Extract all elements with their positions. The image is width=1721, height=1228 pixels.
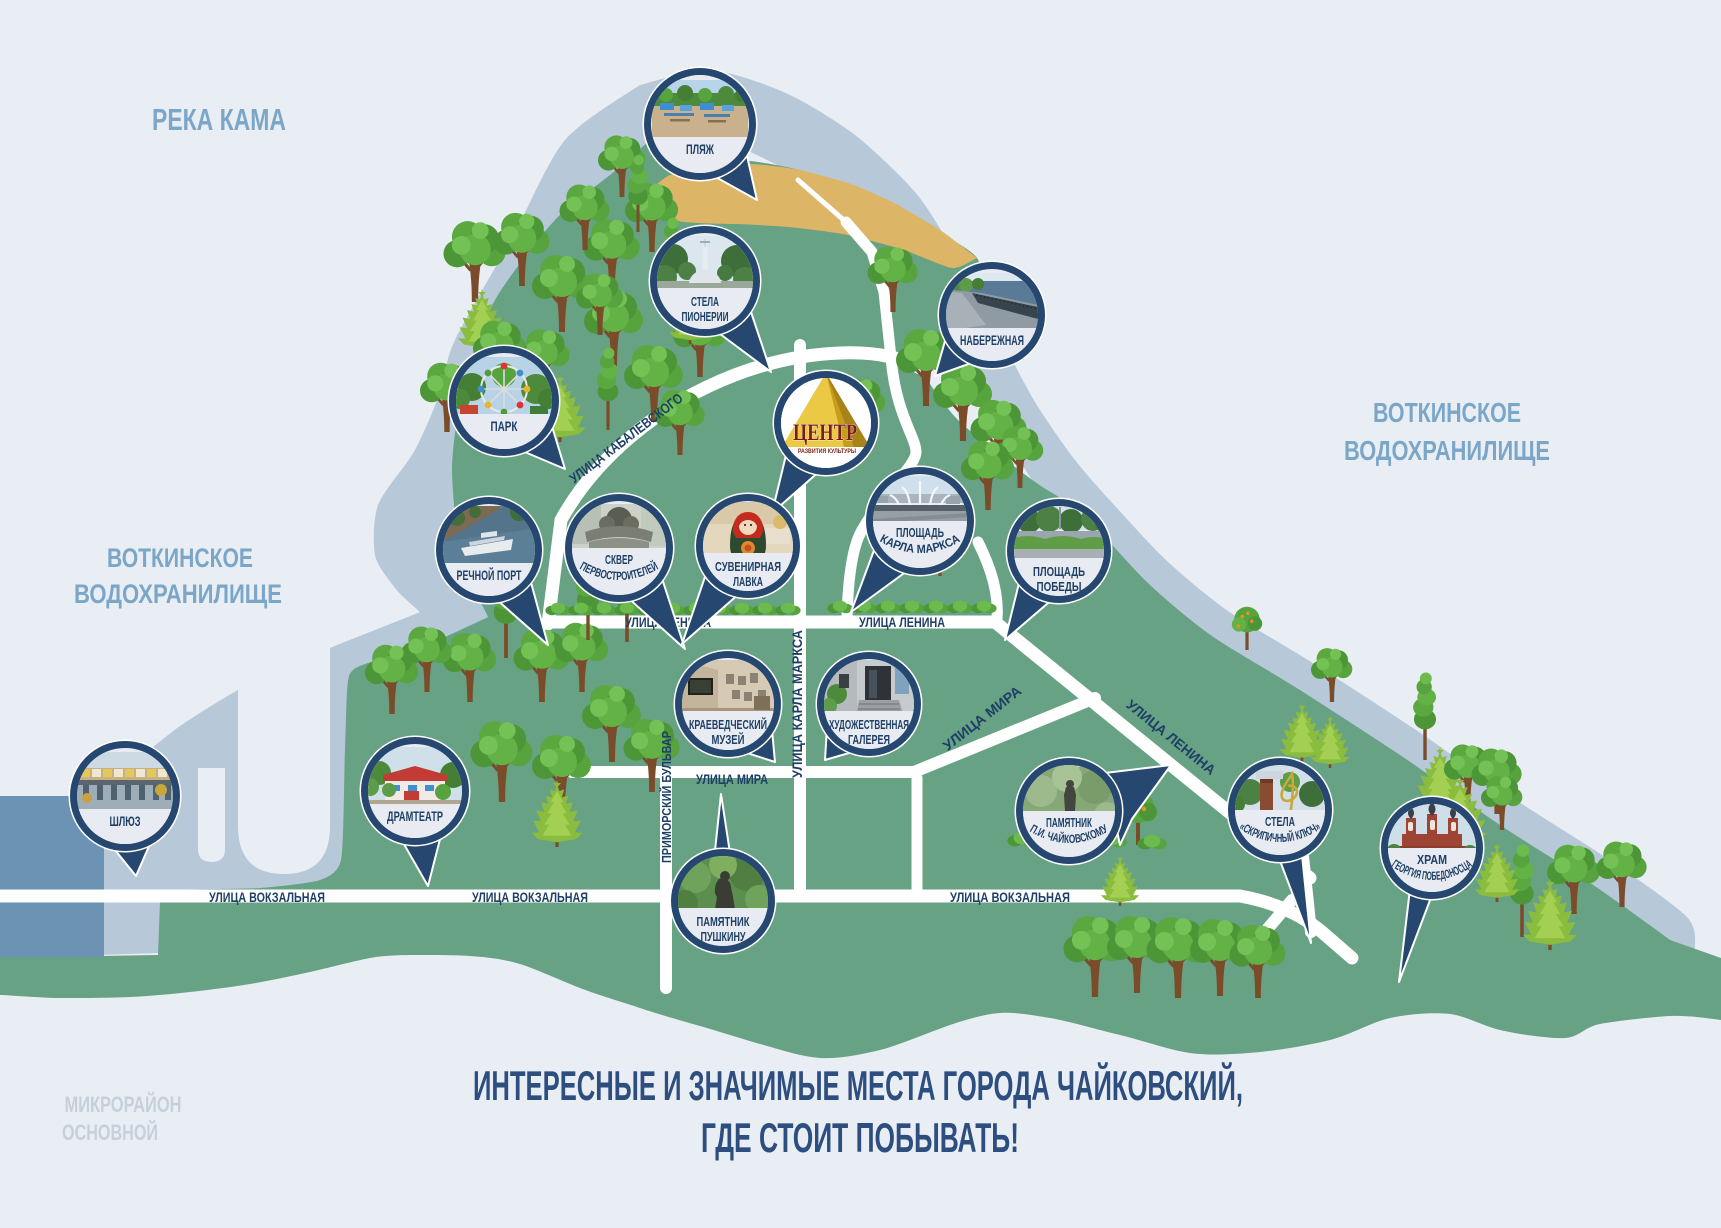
svg-text:ДРАМТЕАТР: ДРАМТЕАТР <box>387 808 443 824</box>
svg-text:ПОБЕДЫ: ПОБЕДЫ <box>1037 579 1082 594</box>
svg-text:ВОДОХРАНИЛИЩЕ: ВОДОХРАНИЛИЩЕ <box>1344 435 1550 466</box>
svg-text:ВОДОХРАНИЛИЩЕ: ВОДОХРАНИЛИЩЕ <box>74 579 282 609</box>
svg-text:УЛИЦА ВОКЗАЛЬНАЯ: УЛИЦА ВОКЗАЛЬНАЯ <box>472 889 588 905</box>
svg-text:СКВЕР: СКВЕР <box>605 552 633 567</box>
svg-text:ПАРК: ПАРК <box>491 418 518 434</box>
svg-text:СТЕЛА: СТЕЛА <box>691 294 719 309</box>
svg-text:НАБЕРЕЖНАЯ: НАБЕРЕЖНАЯ <box>960 332 1024 348</box>
svg-text:УЛИЦА ВОКЗАЛЬНАЯ: УЛИЦА ВОКЗАЛЬНАЯ <box>209 889 325 905</box>
svg-text:УЛИЦА МИРА: УЛИЦА МИРА <box>696 771 768 787</box>
svg-text:ХУДОЖЕСТВЕННАЯ: ХУДОЖЕСТВЕННАЯ <box>829 717 909 732</box>
svg-text:ГАЛЕРЕЯ: ГАЛЕРЕЯ <box>848 732 890 747</box>
svg-text:ВОТКИНСКОЕ: ВОТКИНСКОЕ <box>1373 397 1521 428</box>
svg-text:ЦЕНТР: ЦЕНТР <box>793 420 857 445</box>
svg-text:ЛАВКА: ЛАВКА <box>733 574 763 589</box>
svg-text:ПАМЯТНИК: ПАМЯТНИК <box>1046 815 1092 830</box>
svg-text:СУВЕНИРНАЯ: СУВЕНИРНАЯ <box>715 559 781 574</box>
svg-text:ПЛЯЖ: ПЛЯЖ <box>686 141 714 157</box>
svg-text:ПЛОЩАДЬ: ПЛОЩАДЬ <box>896 525 944 540</box>
svg-text:ОСНОВНОЙ: ОСНОВНОЙ <box>62 1120 158 1145</box>
svg-text:МИКРОРАЙОН: МИКРОРАЙОН <box>65 1092 182 1117</box>
svg-text:МУЗЕЙ: МУЗЕЙ <box>712 732 745 747</box>
svg-text:РАЗВИТИЯ КУЛЬТУРЫ: РАЗВИТИЯ КУЛЬТУРЫ <box>798 448 856 455</box>
svg-text:УЛИЦА КАРЛА МАРКСА: УЛИЦА КАРЛА МАРКСА <box>789 630 805 778</box>
svg-text:ПУШКИНУ: ПУШКИНУ <box>701 929 747 944</box>
svg-text:ШЛЮЗ: ШЛЮЗ <box>110 813 141 829</box>
svg-text:ХРАМ: ХРАМ <box>1417 852 1447 867</box>
svg-text:УЛИЦА ЛЕНИНА: УЛИЦА ЛЕНИНА <box>859 614 945 630</box>
svg-text:ГДЕ СТОИТ ПОБЫВАТЬ!: ГДЕ СТОИТ ПОБЫВАТЬ! <box>701 1114 1019 1161</box>
svg-text:РЕКА КАМА: РЕКА КАМА <box>152 102 286 137</box>
svg-text:ПАМЯТНИК: ПАМЯТНИК <box>697 914 750 929</box>
svg-text:УЛИЦА ВОКЗАЛЬНАЯ: УЛИЦА ВОКЗАЛЬНАЯ <box>950 889 1070 905</box>
svg-text:ПИОНЕРИИ: ПИОНЕРИИ <box>682 309 729 324</box>
svg-text:ИНТЕРЕСНЫЕ И ЗНАЧИМЫЕ МЕСТА ГО: ИНТЕРЕСНЫЕ И ЗНАЧИМЫЕ МЕСТА ГОРОДА ЧАЙКО… <box>473 1061 1243 1109</box>
svg-text:ПЛОЩАДЬ: ПЛОЩАДЬ <box>1033 564 1085 579</box>
svg-text:КРАЕВЕДЧЕСКИЙ: КРАЕВЕДЧЕСКИЙ <box>689 717 767 732</box>
svg-text:ВОТКИНСКОЕ: ВОТКИНСКОЕ <box>107 543 253 573</box>
svg-text:ПРИМОРСКИЙ БУЛЬВАР: ПРИМОРСКИЙ БУЛЬВАР <box>659 731 674 863</box>
svg-text:СТЕЛА: СТЕЛА <box>1265 814 1295 829</box>
svg-text:РЕЧНОЙ ПОРТ: РЕЧНОЙ ПОРТ <box>457 566 522 583</box>
